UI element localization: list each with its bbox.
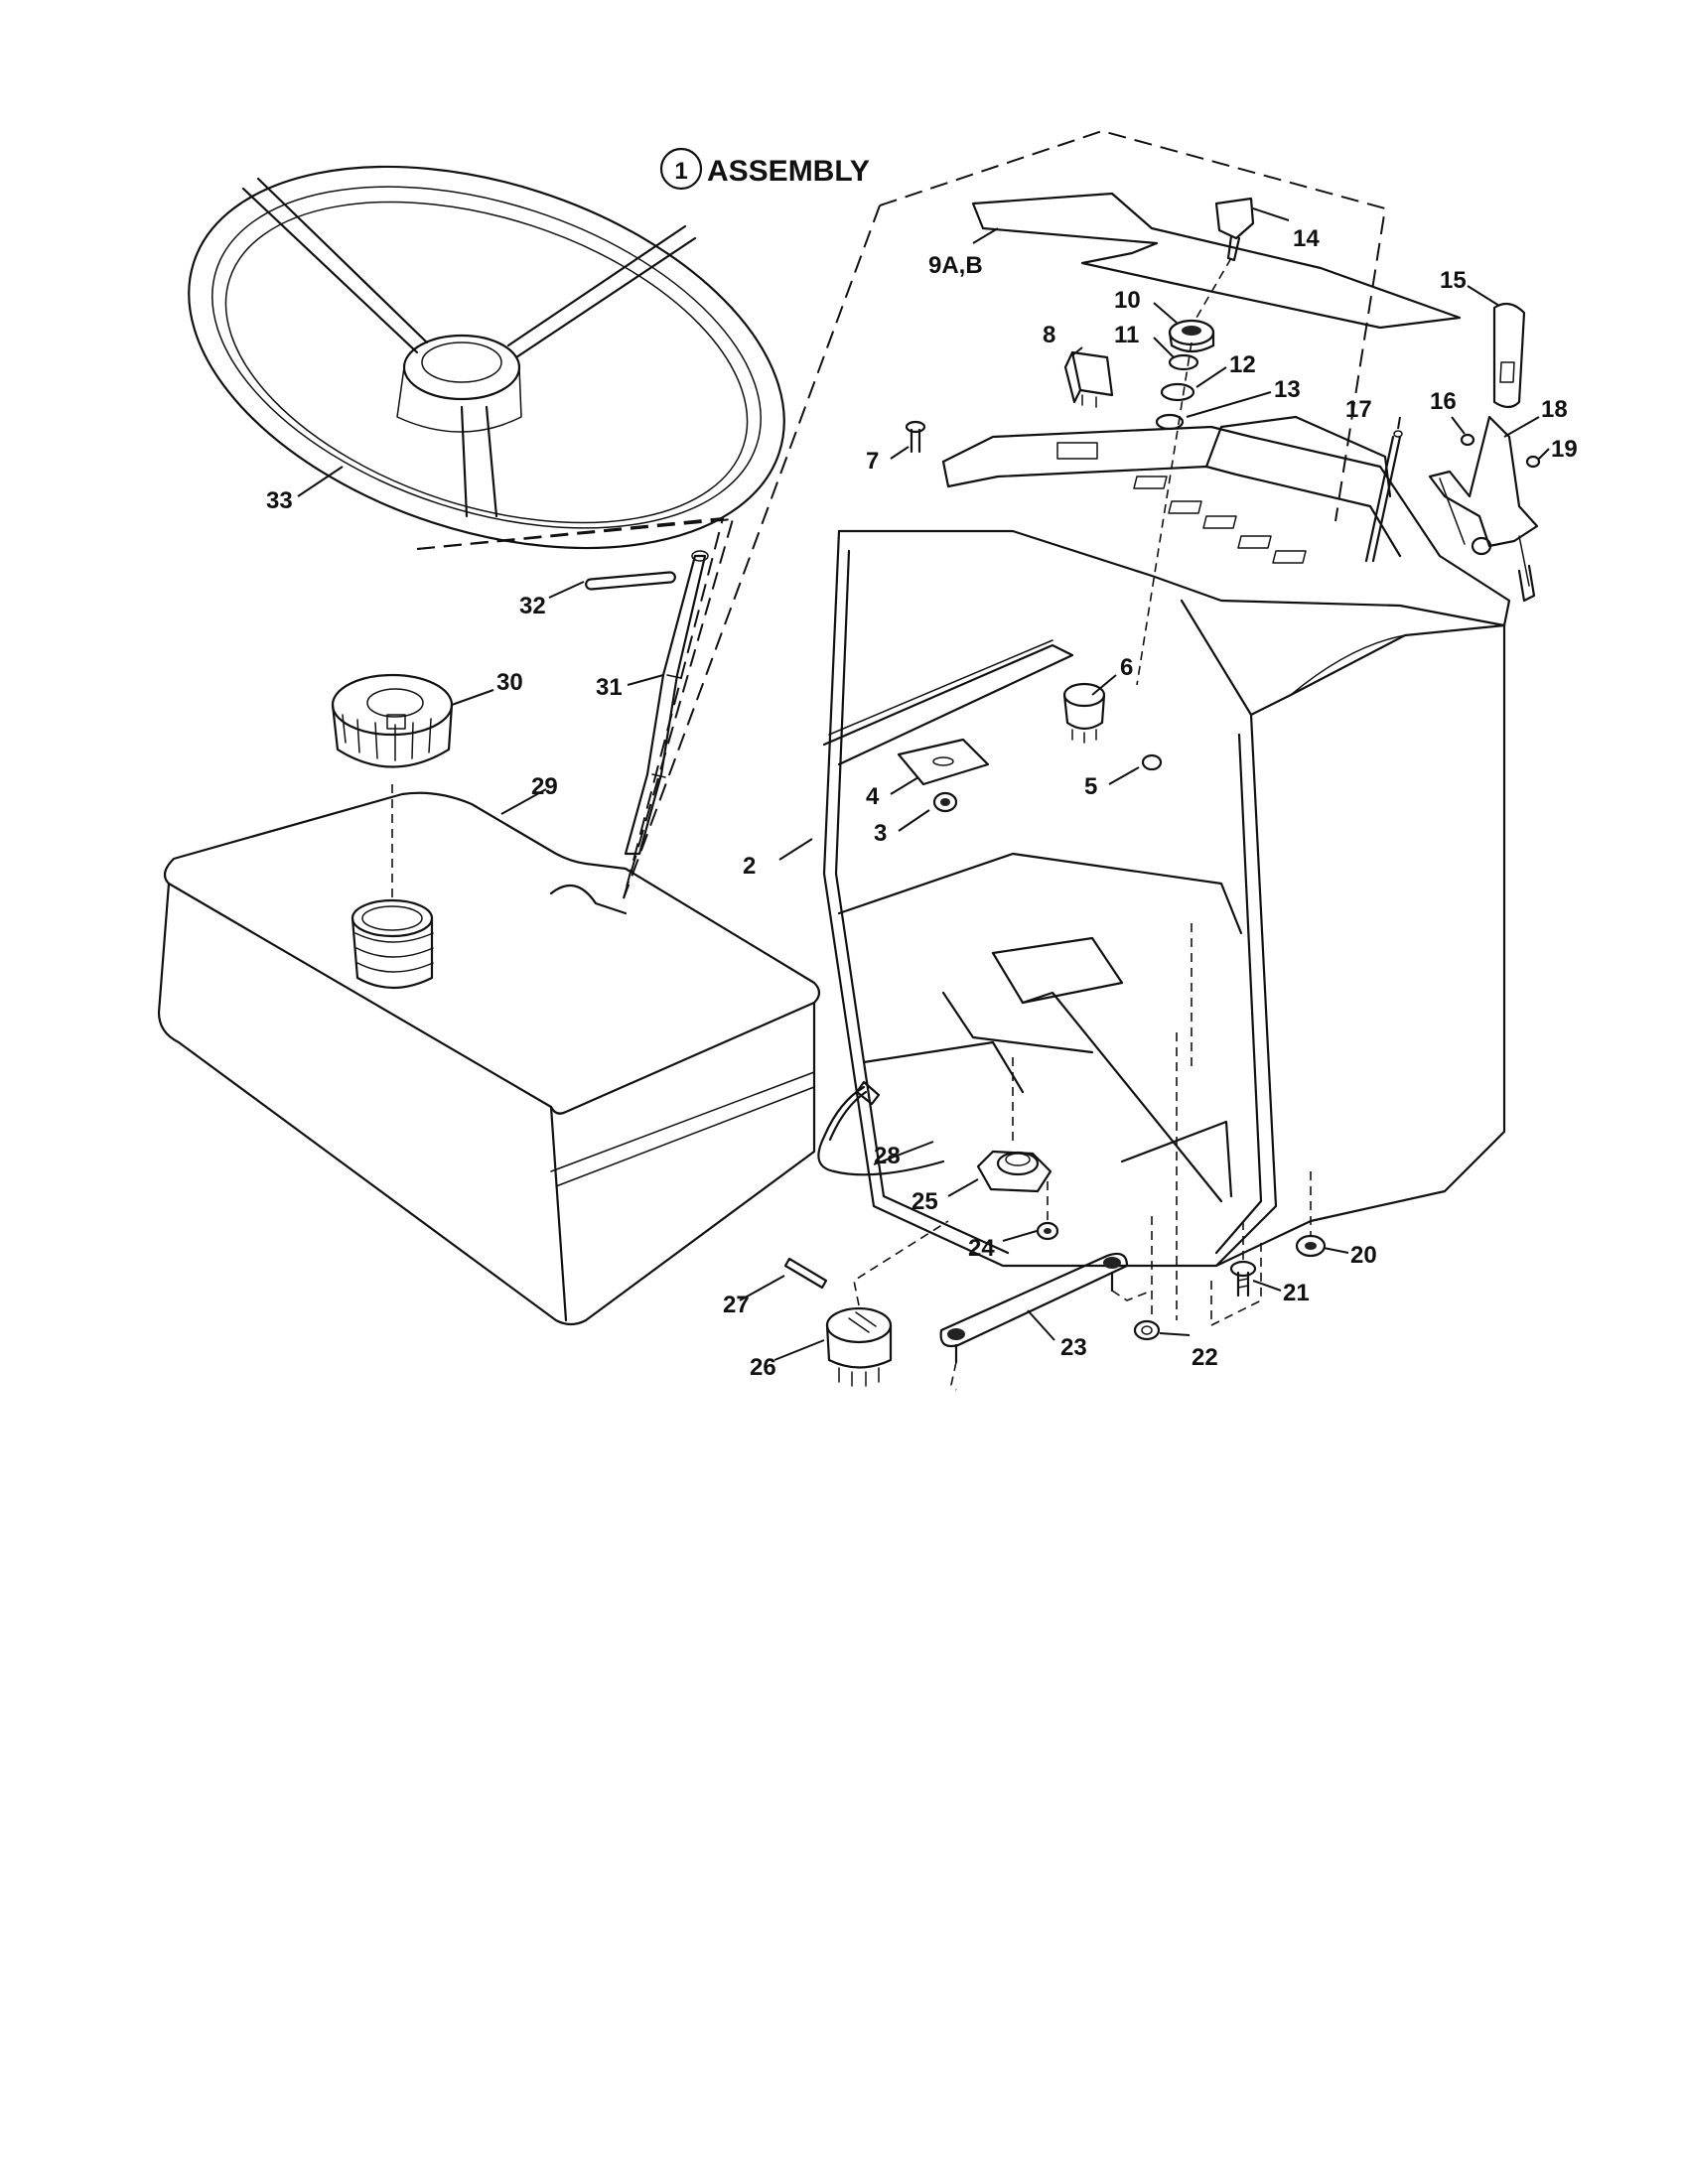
screw-7 xyxy=(905,420,926,454)
pin-27 xyxy=(783,1257,828,1290)
wire-harness-28 xyxy=(817,1080,945,1176)
callout-27: 27 xyxy=(723,1292,750,1318)
decal-9ab xyxy=(971,192,1462,330)
callout-4: 4 xyxy=(866,783,880,810)
washer-11 xyxy=(1168,353,1199,371)
callout-33: 33 xyxy=(266,487,293,514)
nut-5 xyxy=(1141,753,1163,771)
callout-25: 25 xyxy=(912,1188,938,1215)
ignition-switch xyxy=(1062,682,1106,744)
nut-22 xyxy=(1133,1319,1161,1341)
callout-2: 2 xyxy=(743,853,756,880)
bracket-4 xyxy=(897,738,990,786)
throttle-cable xyxy=(1364,430,1403,563)
callout-13: 13 xyxy=(1274,376,1301,403)
assembly-boundary xyxy=(416,129,1387,899)
washer-16 xyxy=(1460,433,1475,447)
fuel-cap xyxy=(331,673,454,768)
fuel-tank xyxy=(157,791,821,1326)
callout-5: 5 xyxy=(1084,773,1097,800)
callout-31: 31 xyxy=(596,674,623,701)
callout-21: 21 xyxy=(1283,1280,1310,1306)
hold-down-strap xyxy=(939,1252,1129,1364)
steering-shaft xyxy=(624,550,709,856)
callout-11: 11 xyxy=(1114,322,1139,348)
callout-7: 7 xyxy=(866,448,879,475)
callout-14: 14 xyxy=(1293,225,1320,252)
callout-8: 8 xyxy=(1043,322,1055,348)
callout-19: 19 xyxy=(1551,436,1578,463)
callout-29: 29 xyxy=(531,773,558,800)
washer-12 xyxy=(1160,382,1195,402)
seat-switch xyxy=(976,1150,1052,1193)
throttle-handle xyxy=(1492,302,1526,409)
screw-19 xyxy=(1525,455,1541,469)
callout-24: 24 xyxy=(968,1235,995,1262)
nut-3 xyxy=(932,791,958,813)
callout-30: 30 xyxy=(496,669,523,696)
callout-12: 12 xyxy=(1229,351,1256,378)
nut-13 xyxy=(1155,413,1185,431)
callouts: 2 3 4 5 6 7 8 9A,B 10 11 12 13 14 15 16 … xyxy=(266,225,1578,1381)
callout-15: 15 xyxy=(1440,267,1467,294)
steering-wheel xyxy=(188,165,785,550)
callout-10: 10 xyxy=(1114,287,1141,314)
leader-lines xyxy=(297,207,1550,1361)
bolt-21 xyxy=(1229,1260,1257,1297)
callout-16: 16 xyxy=(1430,388,1457,415)
dash-panel xyxy=(822,415,1511,1268)
roll-pin xyxy=(585,571,676,591)
throttle-control xyxy=(1428,415,1539,603)
toggle-switch-8 xyxy=(1063,350,1114,408)
key-alignment xyxy=(1195,257,1232,319)
assembly-number: 1 xyxy=(674,158,687,185)
callout-6: 6 xyxy=(1120,654,1133,681)
callout-23: 23 xyxy=(1060,1334,1087,1361)
steering-boundary xyxy=(416,516,725,899)
callout-3: 3 xyxy=(874,820,887,847)
assembly-number-circle xyxy=(659,147,703,191)
callout-9ab: 9A,B xyxy=(928,252,983,279)
callout-20: 20 xyxy=(1350,1242,1377,1269)
callout-32: 32 xyxy=(519,593,546,619)
callout-22: 22 xyxy=(1192,1344,1218,1371)
knob-10 xyxy=(1168,319,1215,353)
washer-20 xyxy=(1295,1234,1327,1258)
switch-alignment xyxy=(1136,341,1193,686)
nut-24 xyxy=(1036,1221,1059,1241)
callout-26: 26 xyxy=(750,1354,776,1381)
lower-alignment-lines xyxy=(853,923,1312,1391)
callout-28: 28 xyxy=(874,1143,901,1169)
callout-18: 18 xyxy=(1541,396,1568,423)
assembly-title-text: ASSEMBLY xyxy=(707,155,870,188)
wire-connector xyxy=(825,1306,893,1387)
callout-17: 17 xyxy=(1345,396,1372,423)
assembly-title: 1 ASSEMBLY xyxy=(659,147,870,191)
